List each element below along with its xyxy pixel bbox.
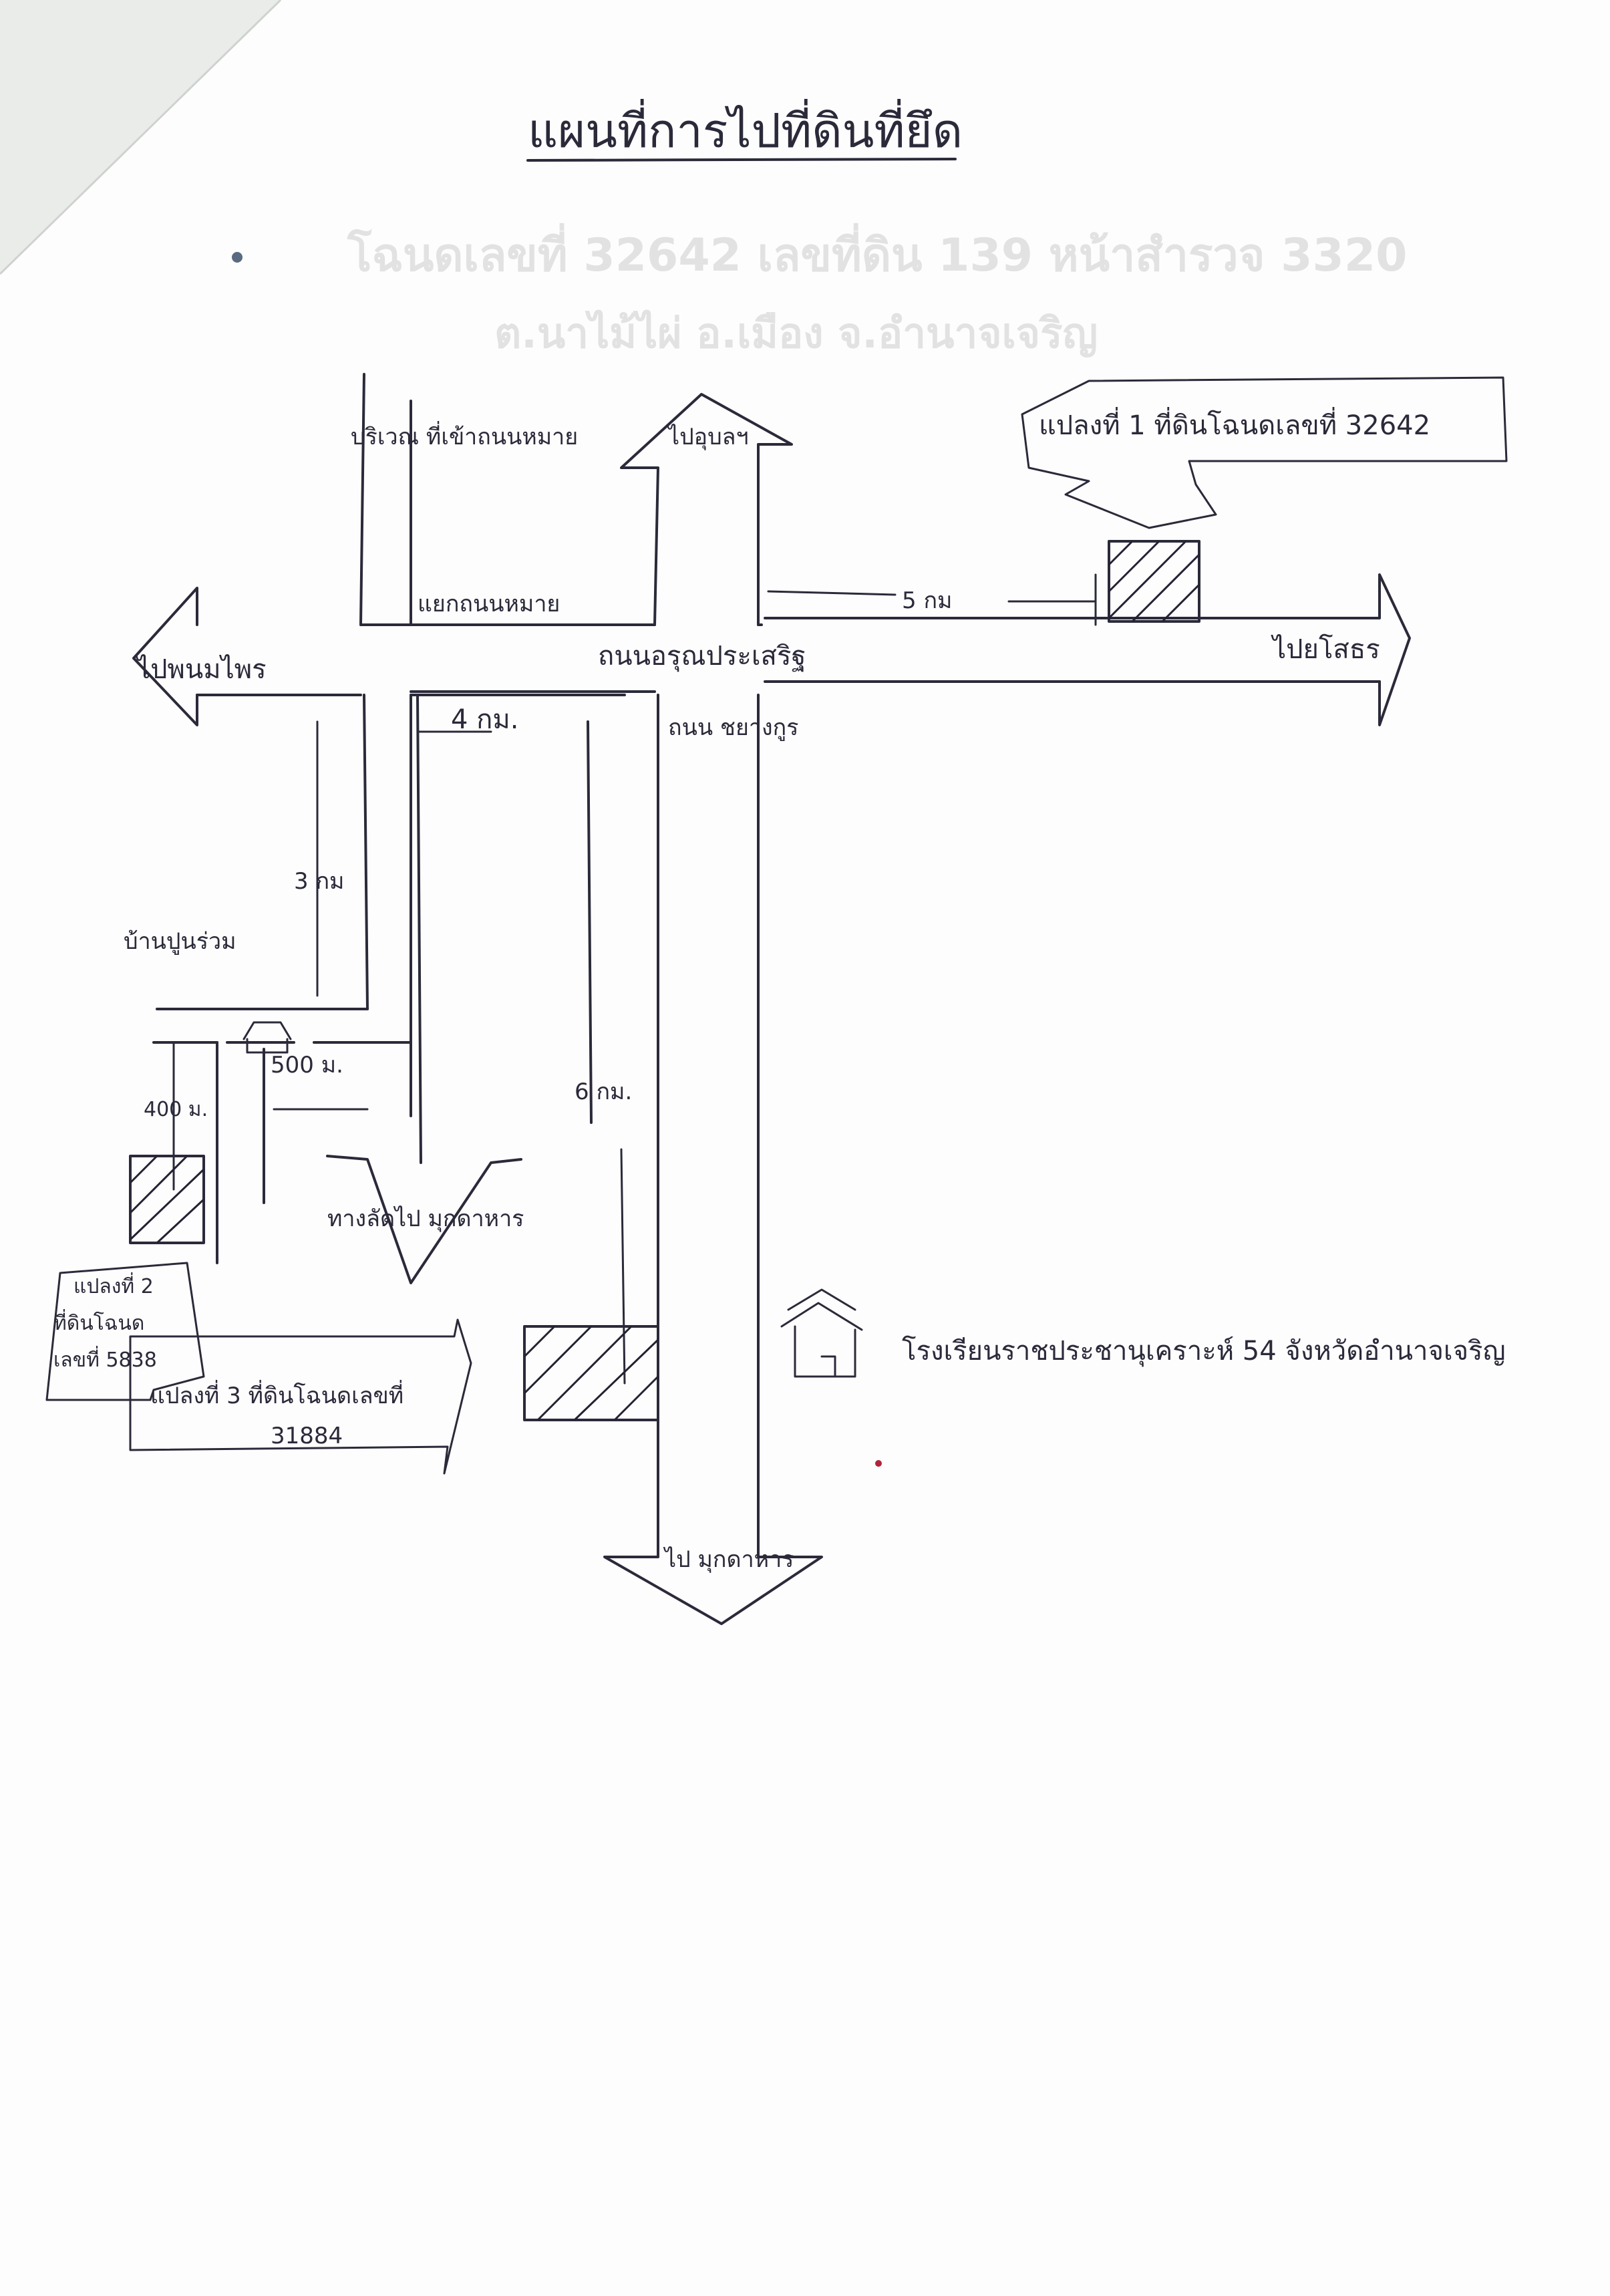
red-dot [875,1460,882,1467]
parcel-2-callout [45,1262,205,1401]
west-destination-label: ไปพนมไพร [135,654,267,685]
house-icon [243,1021,292,1054]
south-destination-label: ไป มุกดาหาร [663,1546,794,1573]
map-title: แผนที่การไปที่ดินที่ยึด [528,99,963,158]
distance-short-label: 400 ม. [144,1098,208,1121]
distance-mid-label: 500 ม. [271,1052,343,1079]
ink-speck [232,252,243,263]
distance-east-label: 5 กม [902,587,952,614]
side-road-left [152,373,412,1264]
parcel-1-plot [1108,540,1200,623]
parcel-2-label-line-1: แปลงที่ 2 [73,1272,154,1298]
bleed-through-line-2: ต.นาไม้ไผ่ อ.เมือง จ.อำนาจเจริญ [494,309,1098,357]
village-label: บ้านปูนร่วม [124,928,236,955]
parcel-1-label: แปลงที่ 1 ที่ดินโฉนดเลขที่ 32642 [1039,407,1430,441]
east-destination-label: ไปยโสธร [1271,634,1380,665]
side-road-top-label: บริเวณ ที่เข้าถนนหมาย [351,421,578,450]
parcel-3-label-line-1: แปลงที่ 3 ที่ดินโฉนดเลขที่ [150,1380,404,1409]
school-icon [780,1288,863,1378]
chayangkun-road-label: ถนน ชยางกูร [668,714,798,741]
parcel-2-label-line-2: ที่ดินโฉนด [53,1309,144,1335]
distance-marks [172,573,1097,1385]
parcel-3-callout [129,1318,472,1475]
to-mukdahan-label: ทางลัดไป มุกดาหาร [327,1205,524,1232]
parcel-2-plot [129,1155,205,1244]
bleed-through-line-1: โฉนดเลขที่ 32642 เลขที่ดิน 139 หน้าสำรวจ… [347,223,1407,282]
road-to-mukdahan [326,694,626,1284]
chayangkun-road [603,393,823,1625]
parcel-3-plot [523,1325,659,1421]
distance-top-side-label: 4 กม. [451,704,518,735]
fold-edge [0,0,282,275]
distance-south-label: 6 กม. [575,1079,632,1105]
parcel-1-callout [1021,376,1508,529]
parcel-3-label-line-2: 31884 [271,1423,343,1449]
main-road-label: ถนนอรุณประเสริฐ [598,641,806,672]
school-label: โรงเรียนราชประชานุเคราะห์ 54 จังหวัดอำนา… [902,1336,1506,1367]
intersection-label: แยกถนนหมาย [418,591,560,617]
parcel-2-label-line-3: เลขที่ 5838 [53,1346,157,1372]
distance-vertical-left-label: 3 กม [294,868,344,895]
north-destination-label: ไปอุบลฯ [666,424,749,450]
title-underline [526,158,957,162]
